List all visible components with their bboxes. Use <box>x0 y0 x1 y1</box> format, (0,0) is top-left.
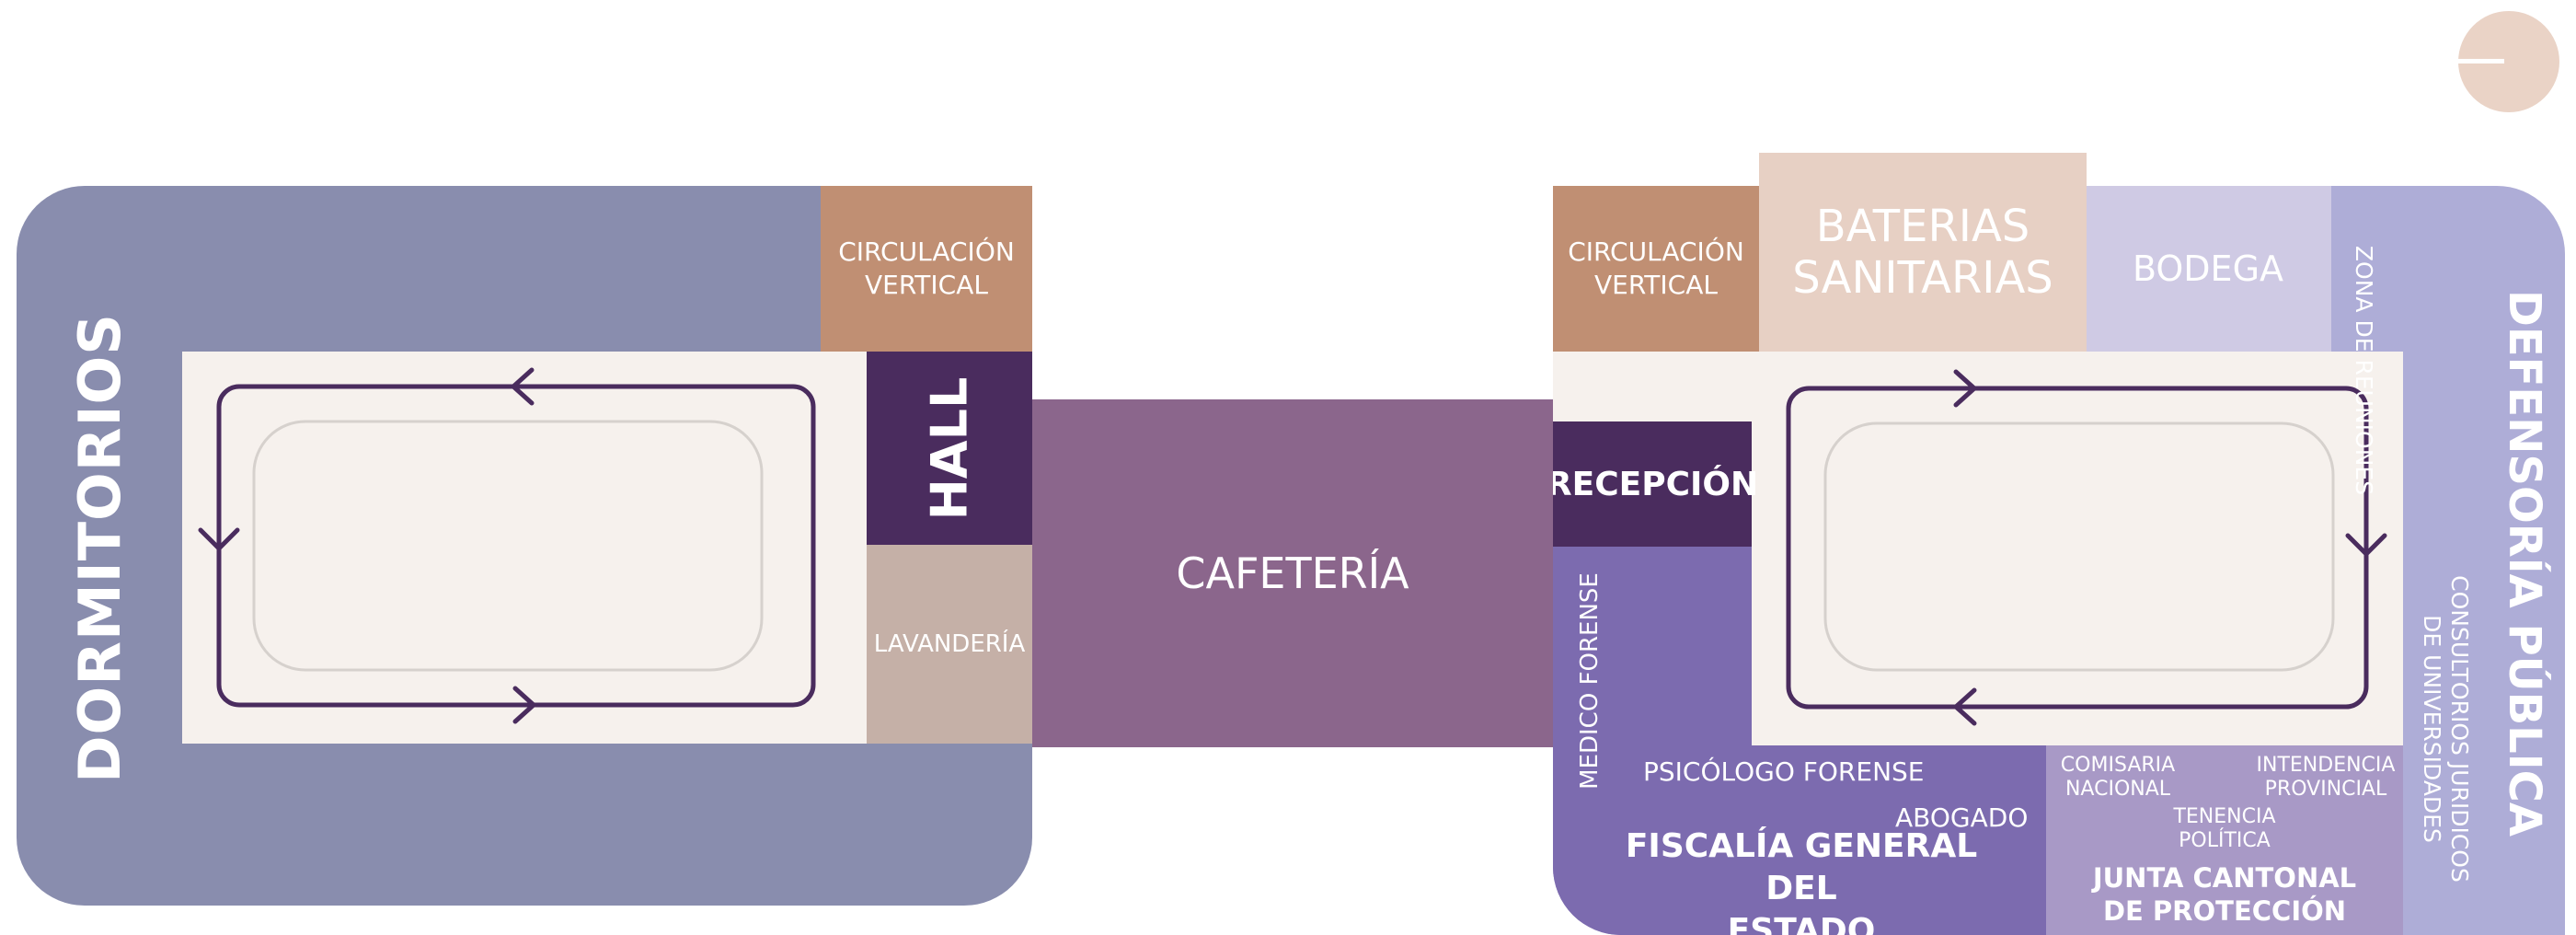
junta-label: JUNTA CANTONAL DE PROTECCIÓN <box>2053 858 2396 931</box>
left-arrow-bottom <box>512 686 536 724</box>
left-circulation-loop <box>198 367 816 724</box>
consultorios-label-box: CONSULTORIOS JURIDICOS DE UNIVERSIDADES <box>2403 572 2488 885</box>
recepcion-block: RECEPCIÓN <box>1553 421 1758 547</box>
right-circulacion-line2: VERTICAL <box>1594 270 1718 300</box>
fiscalia-horizontal <box>1553 745 2046 935</box>
left-arrow-top <box>511 367 535 406</box>
zona-reuniones-label-box: ZONA DE REUNIONES <box>2337 223 2392 517</box>
left-courtyard <box>182 352 867 744</box>
comisaria-line1: COMISARIA <box>2060 754 2176 777</box>
left-circulacion-line2: VERTICAL <box>865 270 988 300</box>
defensoria-block <box>2403 352 2565 935</box>
comisaria-label: COMISARIA NACIONAL <box>2053 753 2182 802</box>
lavanderia-label: LAVANDERÍA <box>873 630 1026 658</box>
intendencia-label: INTENDENCIA PROVINCIAL <box>2250 753 2401 802</box>
recepcion-label: RECEPCIÓN <box>1553 465 1759 503</box>
intendencia-line1: INTENDENCIA <box>2256 754 2396 777</box>
intendencia-line2: PROVINCIAL <box>2264 778 2387 801</box>
consultorios-line2: DE UNIVERSIDADES <box>2419 615 2445 843</box>
consultorios-label: CONSULTORIOS JURIDICOS DE UNIVERSIDADES <box>2418 575 2473 883</box>
right-loop-path <box>1786 386 2369 710</box>
left-inner-rounded-rect <box>252 420 764 672</box>
hall-block: HALL <box>867 352 1032 545</box>
hall-label: HALL <box>920 376 979 520</box>
abogado-label: ABOGADO <box>1895 802 2029 833</box>
medico-forense-label: MEDICO FORENSE <box>1576 572 1604 790</box>
right-arrow-bottom <box>1953 687 1977 726</box>
right-inner-rounded-rect <box>1823 421 2335 672</box>
fiscalia-line1: FISCALÍA GENERAL DEL <box>1625 827 1978 907</box>
left-circulacion-line1: CIRCULACIÓN <box>838 237 1015 267</box>
junta-line2: DE PROTECCIÓN <box>2102 895 2347 927</box>
cafeteria-block: CAFETERÍA <box>1032 399 1553 747</box>
tenencia-line2: POLÍTICA <box>2179 829 2271 852</box>
right-arrow-top <box>1953 369 1977 408</box>
tenencia-label: TENENCIA POLÍTICA <box>2160 804 2289 854</box>
left-loop-path <box>216 384 816 708</box>
dormitorios-label: DORMITORIOS <box>65 312 133 783</box>
defensoria-label: DEFENSORÍA PÚBLICA <box>2499 290 2550 837</box>
fiscalia-label: FISCALÍA GENERAL DEL ESTADO <box>1590 827 2013 935</box>
fiscalia-line2: ESTADO <box>1727 912 1876 935</box>
comisaria-line2: NACIONAL <box>2064 778 2171 801</box>
tenencia-line1: TENENCIA <box>2173 805 2276 828</box>
junta-block <box>2046 745 2403 935</box>
right-circulacion-line1: CIRCULACIÓN <box>1568 237 1744 267</box>
baterias-line1: BATERIAS <box>1815 201 2030 252</box>
baterias-line2: SANITARIAS <box>1792 252 2053 304</box>
consultorios-line1: CONSULTORIOS JURIDICOS <box>2446 575 2473 883</box>
zona-reuniones-block <box>2331 186 2565 352</box>
bodega-label: BODEGA <box>2132 248 2284 289</box>
lavanderia-block: LAVANDERÍA <box>867 545 1032 744</box>
cafeteria-label: CAFETERÍA <box>1176 548 1409 598</box>
left-arrow-left <box>198 527 240 551</box>
medico-forense-label-box: MEDICO FORENSE <box>1570 554 1610 808</box>
dash-icon <box>2458 59 2504 63</box>
psicologo-forense-label: PSICÓLOGO FORENSE <box>1643 756 1925 787</box>
corner-circle-icon <box>2458 11 2559 112</box>
junta-line1: JUNTA CANTONAL <box>2092 862 2357 894</box>
right-circulation-loop <box>1786 369 2387 726</box>
zona-reuniones-label: ZONA DE REUNIONES <box>2351 245 2378 495</box>
defensoria-label-box: DEFENSORÍA PÚBLICA <box>2488 290 2561 837</box>
right-circulacion-vertical: CIRCULACIÓN VERTICAL <box>1553 186 1759 352</box>
right-arrow-right <box>2345 533 2387 557</box>
dormitorios-label-box: DORMITORIOS <box>17 313 182 783</box>
bodega-block: BODEGA <box>2085 186 2331 352</box>
baterias-sanitarias-block: BATERIAS SANITARIAS <box>1759 153 2087 352</box>
left-circulacion-vertical: CIRCULACIÓN VERTICAL <box>821 186 1032 352</box>
